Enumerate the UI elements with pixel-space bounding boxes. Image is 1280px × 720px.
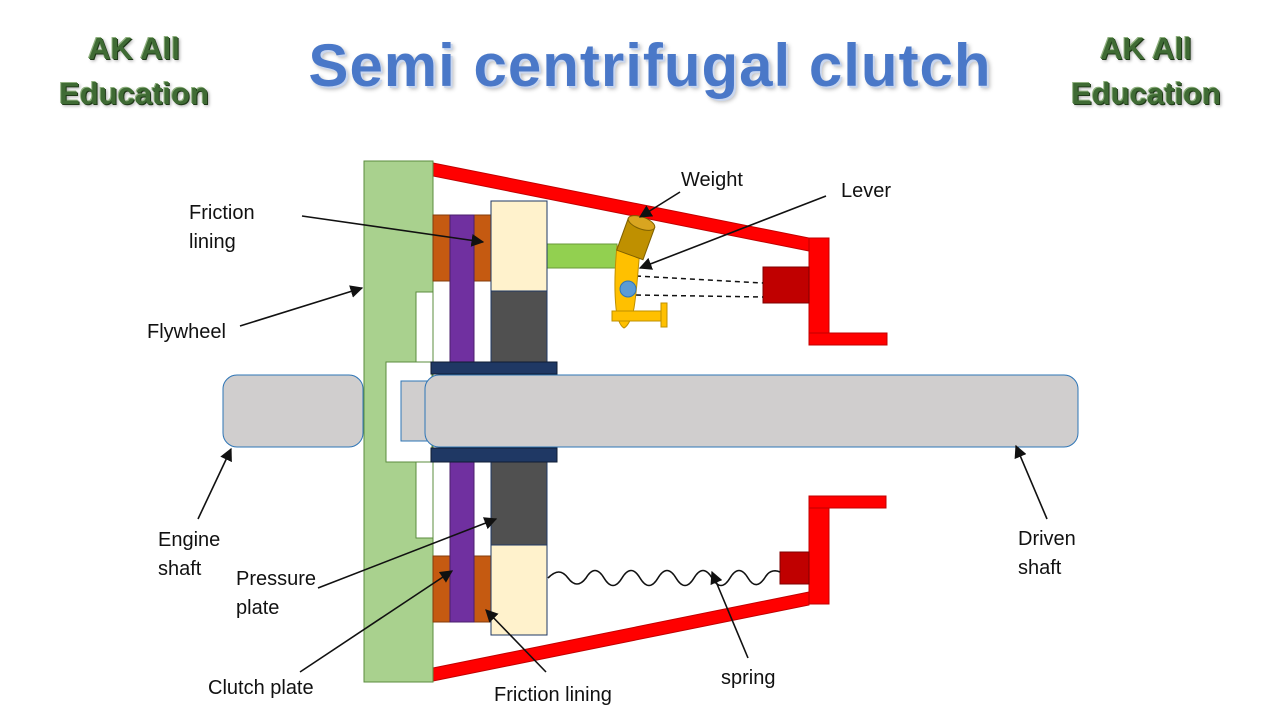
arrow-friction-lining-top xyxy=(301,215,485,247)
spacer-lower xyxy=(415,461,434,539)
label-weight: Weight xyxy=(681,169,743,191)
label-pressure-plate-1: Pressure xyxy=(236,568,316,590)
label-driven-shaft-2: shaft xyxy=(1018,557,1062,579)
arrow-driven-shaft xyxy=(1014,444,1048,520)
pressure-plate-lower-light xyxy=(490,544,548,636)
label-friction-lining-top-2: lining xyxy=(189,231,236,253)
pressure-plate-upper-dark xyxy=(490,290,548,363)
label-engine-shaft-2: shaft xyxy=(158,558,202,580)
pressure-plate-lower-dark xyxy=(490,461,548,546)
cover-lower-flange xyxy=(808,495,887,509)
driven-shaft xyxy=(424,374,1079,448)
arrow-flywheel xyxy=(239,285,364,327)
spacer-upper xyxy=(415,291,434,363)
arrow-clutch-plate xyxy=(299,570,454,673)
dashed-line-2 xyxy=(635,294,764,298)
weight xyxy=(616,215,656,261)
label-driven-shaft-1: Driven xyxy=(1018,528,1076,550)
label-friction-lining-top-1: Friction xyxy=(189,202,255,224)
brand-right-line2: Education xyxy=(1071,76,1221,111)
cover-lower-bracket xyxy=(808,495,830,605)
hub-lower xyxy=(430,447,558,463)
friction-lining-top-left xyxy=(432,214,451,282)
label-spring: spring xyxy=(721,667,775,689)
cover-upper-flange xyxy=(808,332,888,346)
label-flywheel: Flywheel xyxy=(147,321,226,343)
label-pressure-plate-2: plate xyxy=(236,597,279,619)
arrow-pressure-plate xyxy=(317,517,498,589)
arrow-engine-shaft xyxy=(197,447,232,520)
label-lever: Lever xyxy=(841,180,891,202)
friction-lining-top-right xyxy=(473,214,492,282)
brand-right-line1: AK All xyxy=(1100,31,1192,66)
friction-lining-bottom-left xyxy=(432,555,451,623)
label-clutch-plate: Clutch plate xyxy=(208,677,314,699)
arrow-friction-lining-bottom xyxy=(485,609,547,673)
arrow-lever xyxy=(638,195,827,270)
lever-rod xyxy=(546,243,618,269)
brand-left-line1: AK All xyxy=(88,31,180,66)
stop-block-upper xyxy=(762,266,810,304)
cover-upper-bracket xyxy=(808,237,830,346)
brand-logo-right: AK All Education xyxy=(1046,26,1246,116)
lever-foot xyxy=(611,310,665,322)
brand-left-line2: Education xyxy=(59,76,209,111)
label-friction-lining-bottom: Friction lining xyxy=(494,684,612,706)
lever-foot-end xyxy=(660,302,668,328)
lever-pivot xyxy=(619,280,637,298)
engine-shaft xyxy=(222,374,364,448)
spring xyxy=(547,569,781,587)
arrow-weight xyxy=(638,191,681,218)
label-engine-shaft-1: Engine xyxy=(158,529,220,551)
hub-upper xyxy=(430,361,558,375)
brand-logo-left: AK All Education xyxy=(34,26,234,116)
dashed-line-1 xyxy=(635,275,764,284)
clutch-plate-lower xyxy=(449,461,475,623)
pressure-plate-upper-light xyxy=(490,200,548,292)
page-title: Semi centrifugal clutch xyxy=(308,32,992,99)
stop-block-lower xyxy=(779,551,810,585)
arrow-spring xyxy=(710,570,749,659)
